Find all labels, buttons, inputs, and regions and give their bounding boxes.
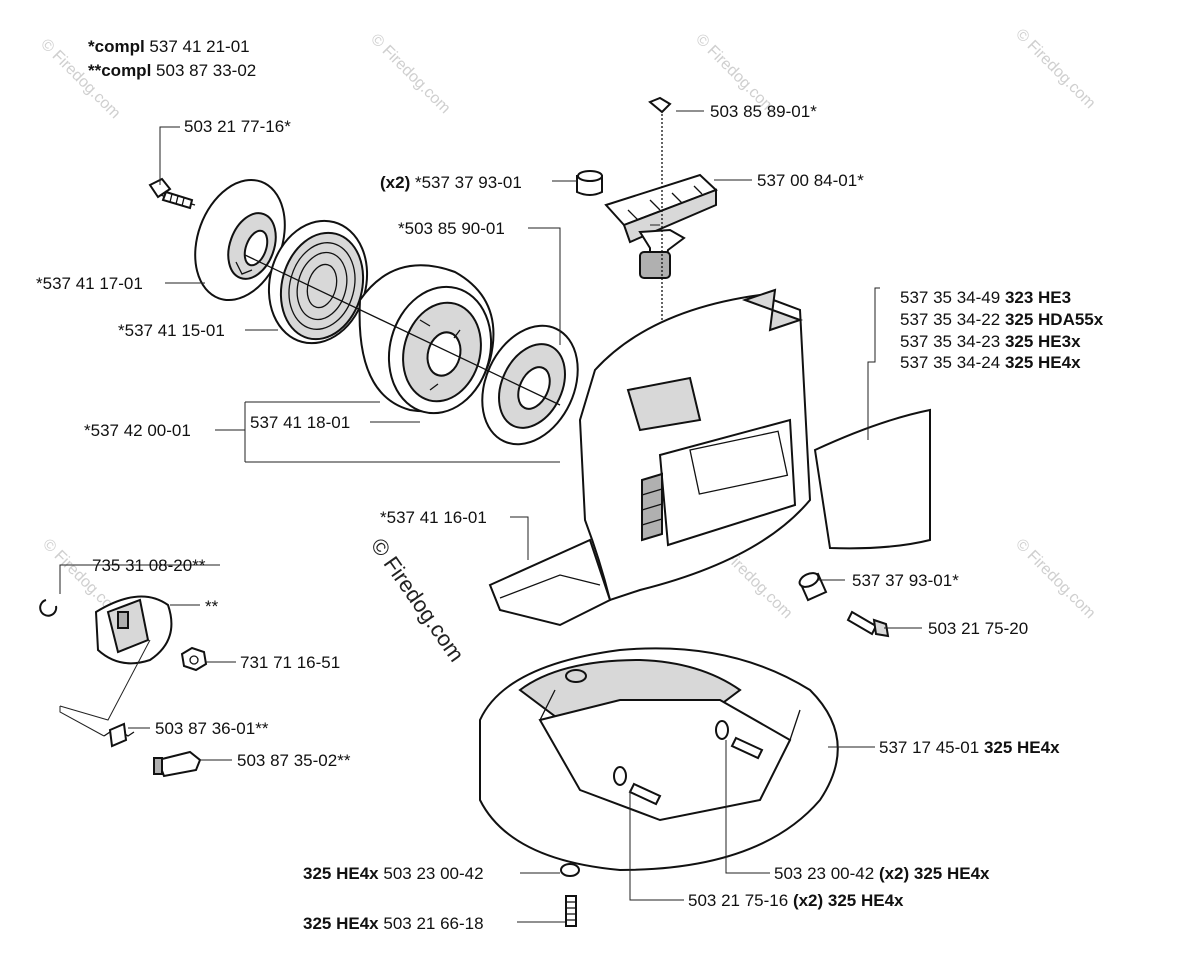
base-537-17-45-01 [479,647,839,872]
drum-537-42-00-01 [358,264,495,415]
bushing-537-37-93-01 [798,572,828,602]
decal-model: 325 HE4x [1005,353,1081,372]
label-537-17-45-01: 537 17 45-01 325 HE4x [879,738,1060,757]
parts [39,96,931,927]
label-503-85-90-01: *503 85 90-01 [398,219,505,238]
screw-503-21-66-18 [565,895,577,927]
starter-handle-537-00-84-01 [604,173,718,279]
label-503-87-35-02: 503 87 35-02** [237,751,351,770]
label-537-37-93-01-top: (x2) *537 37 93-01 [380,173,522,192]
compl-line-2: **compl 503 87 33-02 [88,61,256,80]
label-537-41-16-01: *537 41 16-01 [380,508,487,527]
model: 325 HE4x [303,914,379,933]
model: (x2) 325 HE4x [793,891,904,910]
bushing-537-37-93-01-top [576,170,603,196]
decal-row: 537 35 34-23 325 HE3x [900,332,1081,351]
compl-prefix: *compl [88,37,145,56]
rope-503-85-89-01 [648,96,672,320]
watermark: © Firedog.com [367,31,453,117]
decal-model: 325 HE3x [1005,332,1081,351]
model: 325 HE4x [984,738,1060,757]
nut-731-71-16-51 [180,646,208,672]
screw-503-21-75-20 [846,610,890,638]
spring-503-87-36-01 [103,722,135,748]
starter-housing-537-41-16-01 [488,288,812,627]
label-503-21-75-20: 503 21 75-20 [928,619,1028,638]
label-503-23-00-42-right: 503 23 00-42 (x2) 325 HE4x [774,864,990,883]
part-number: 503 21 75-16 [688,891,788,910]
label-503-21-77-16: 503 21 77-16* [184,117,291,136]
clip-735-31-08-20 [39,599,58,617]
label-503-23-00-42-left: 325 HE4x 503 23 00-42 [303,864,484,883]
leader-left-assembly [59,639,151,721]
compl-prefix: **compl [88,61,151,80]
part-number: 503 23 00-42 [774,864,874,883]
pin-503-87-35-02 [153,750,202,778]
decal-row: 537 35 34-22 325 HDA55x [900,310,1104,329]
compl-value: 537 41 21-01 [149,37,249,56]
compl-line-1: *compl 537 41 21-01 [88,37,250,56]
pulley-537-41-17-01 [194,178,286,302]
disc-537-41-18-01 [481,324,579,446]
screw-503-21-77-16 [148,177,196,210]
screw-503-21-75-16 [628,736,764,806]
decal-model: 323 HE3 [1005,288,1071,307]
model: 325 HE4x [303,864,379,883]
label-537-37-93-01: 537 37 93-01* [852,571,959,590]
decal-part: 537 35 34-24 [900,353,1000,372]
model: (x2) 325 HE4x [879,864,990,883]
decal-part: 537 35 34-49 [900,288,1000,307]
part-number: *537 37 93-01 [415,173,522,192]
part-number: 537 17 45-01 [879,738,979,757]
label-537-42-00-01: *537 42 00-01 [84,421,191,440]
leader-left-assembly-2 [59,706,105,737]
decal-model: 325 HDA55x [1005,310,1104,329]
leader-lines [59,110,922,923]
label-503-85-89-01: 503 85 89-01* [710,102,817,121]
decal-part: 537 35 34-22 [900,310,1000,329]
label-537-00-84-01: 537 00 84-01* [757,171,864,190]
part-number: 503 21 66-18 [383,914,483,933]
watermark: © Firedog.com [1012,536,1098,622]
qty-prefix: (x2) [380,173,410,192]
label-731-71-16-51: 731 71 16-51 [240,653,340,672]
assembly-axis [244,254,561,406]
label-735-31-08-20: 735 31 08-20** [92,556,206,575]
label-537-41-15-01: *537 41 15-01 [118,321,225,340]
decal-row: 537 35 34-24 325 HE4x [900,353,1081,372]
decal-part: 537 35 34-23 [900,332,1000,351]
label-503-87-36-01: 503 87 36-01** [155,719,269,738]
watermark: © Firedog.com [1012,26,1098,112]
labels: 503 21 77-16* *537 41 17-01 *537 41 15-0… [36,102,1104,933]
label-double-star: ** [205,597,219,616]
label-537-41-18-01: 537 41 18-01 [250,413,350,432]
label-503-21-75-16: 503 21 75-16 (x2) 325 HE4x [688,891,904,910]
decal-537-35-34 [813,408,931,550]
decal-row: 537 35 34-49 323 HE3 [900,288,1071,307]
spring-cassette-537-41-15-01 [267,219,369,345]
watermark-main: © Firedog.com [366,534,469,667]
label-537-41-17-01: *537 41 17-01 [36,274,143,293]
washer-503-23-00-42 [560,720,729,877]
label-503-21-66-18: 325 HE4x 503 21 66-18 [303,914,484,933]
decal-label-list: 537 35 34-49 323 HE3 537 35 34-22 325 HD… [900,288,1104,372]
knob-cover [94,595,173,665]
compl-value: 503 87 33-02 [156,61,256,80]
part-number: 503 23 00-42 [383,864,483,883]
